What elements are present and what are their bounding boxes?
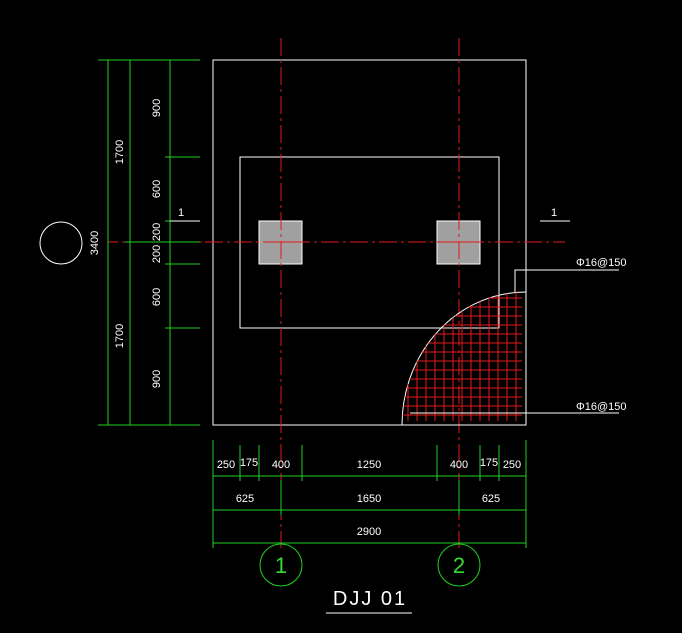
grid-bubble-2 (437, 543, 481, 587)
drawing-title: DJJ 01 (326, 588, 412, 614)
dim-left-outer-1: 1700 (114, 140, 126, 164)
rebar-detail (401, 291, 527, 426)
dim-left-outer-2: 1700 (114, 324, 126, 348)
grid-bubbles: 1 2 (259, 543, 481, 587)
dim-bottom-10: 625 (482, 493, 500, 505)
dim-bottom-8: 625 (236, 493, 254, 505)
grid-label-2: 2 (453, 553, 465, 578)
grid-bubble-1 (259, 543, 303, 587)
left-dimensions: 1700 1700 900 600 200 200 600 900 (98, 59, 200, 426)
dim-left-inner-4: 200 (151, 245, 163, 263)
dim-left-inner-1: 900 (151, 99, 163, 117)
dim-bottom-5: 400 (450, 459, 468, 471)
dim-left-inner-6: 900 (151, 370, 163, 388)
left-marker-label: 3400 (89, 231, 101, 255)
section-mark-left: 1 (178, 207, 184, 219)
grid-label-1: 1 (275, 553, 287, 578)
dim-left-inner-2: 600 (151, 180, 163, 198)
dim-bottom-7: 250 (503, 459, 521, 471)
bottom-dimensions: 250 175 400 1250 400 175 250 625 1650 62… (212, 440, 527, 548)
dim-bottom-4: 1250 (357, 459, 381, 471)
dim-left-inner-3: 200 (151, 223, 163, 241)
left-marker: 3400 (39, 221, 101, 265)
dim-bottom-3: 400 (272, 459, 290, 471)
axis-lines (108, 38, 565, 548)
dim-bottom-2: 175 (240, 457, 258, 469)
dim-left-inner-5: 600 (151, 288, 163, 306)
dim-bottom-9: 1650 (357, 493, 381, 505)
rebar-callout-bottom: Φ16@150 (576, 401, 627, 413)
rebar-callout-top: Φ16@150 (576, 257, 627, 269)
left-marker-circle (39, 221, 83, 265)
dim-bottom-1: 250 (217, 459, 235, 471)
drawing-title-text: DJJ 01 (333, 588, 407, 610)
section-mark-right: 1 (551, 207, 557, 219)
dim-bottom-total: 2900 (357, 526, 381, 538)
rebar-callouts: Φ16@150 Φ16@150 (410, 257, 627, 414)
section-marks: 1 1 (170, 207, 570, 222)
dim-bottom-6: 175 (480, 457, 498, 469)
